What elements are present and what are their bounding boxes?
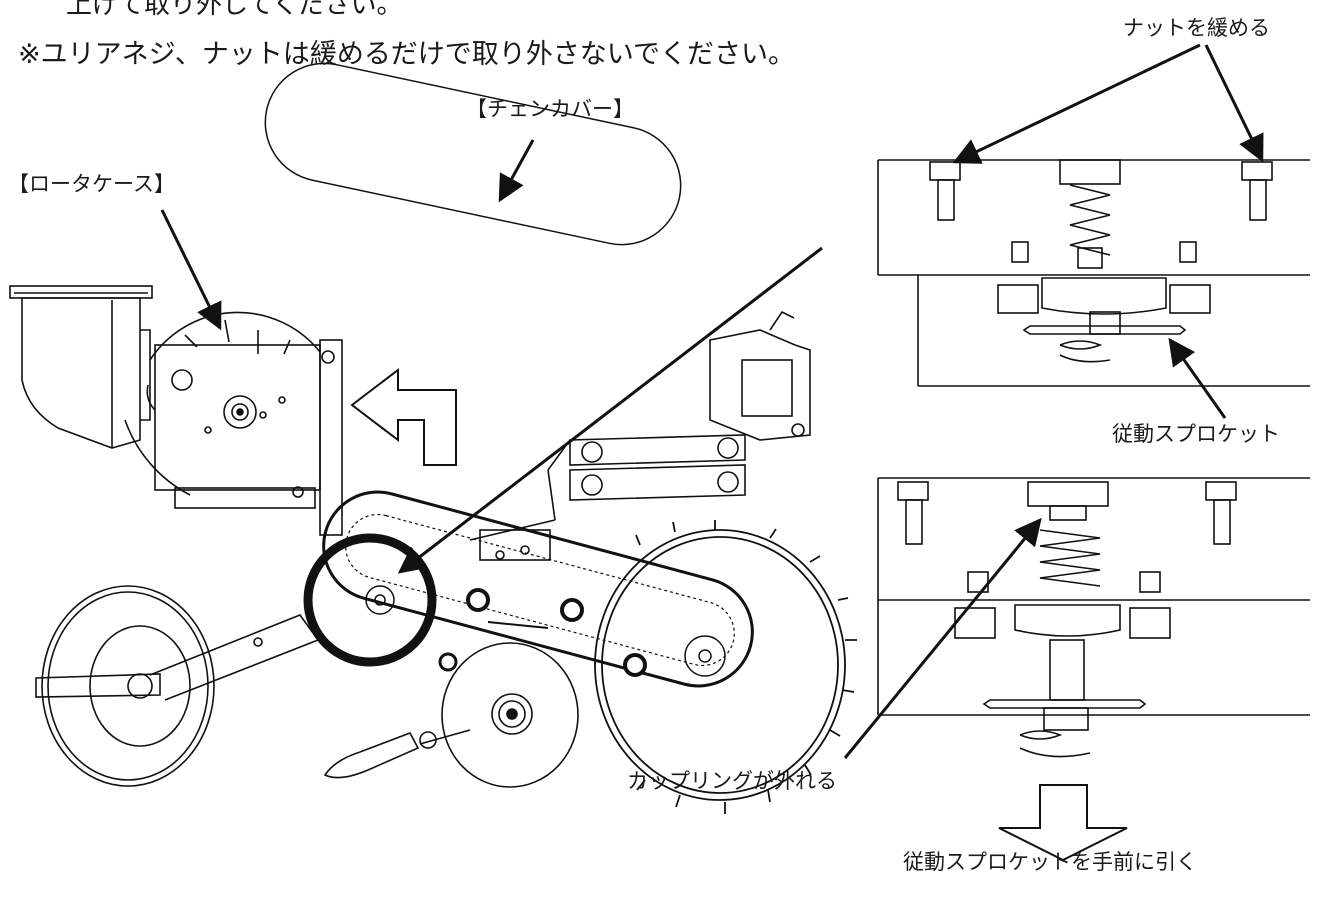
pull-arrow-down [998,784,1128,862]
label-chain-cover: 【チェンカバー】 [466,97,634,121]
label-pull-sprocket: 従動スプロケットを手前に引く [903,850,1197,874]
press-wheel [323,642,579,788]
direction-arrow-left [350,367,457,466]
label-nut-loosen: ナットを緩める [1123,16,1270,40]
arm-assembly [469,310,811,561]
instruction-line-2: ※ユリアネジ、ナットは緩めるだけで取り外さないでください。 [18,39,796,70]
front-wheel [35,585,320,787]
spiked-wheel [594,520,857,814]
label-rotor-case: 【ロータケース】 [8,172,175,196]
label-coupling-release: カップリングが外れる [627,769,837,793]
hopper [9,285,153,449]
rotor-case [124,311,343,536]
instruction-line-1: 上げて取り外してください。 [66,0,403,20]
detail-panel-top [877,159,1310,387]
chain-cover-shape [264,62,682,246]
detail-panel-bottom [877,477,1310,758]
label-driven-sprocket: 従動スプロケット [1112,422,1280,446]
highlight-circle [303,533,437,667]
leader-lines [160,43,1264,759]
